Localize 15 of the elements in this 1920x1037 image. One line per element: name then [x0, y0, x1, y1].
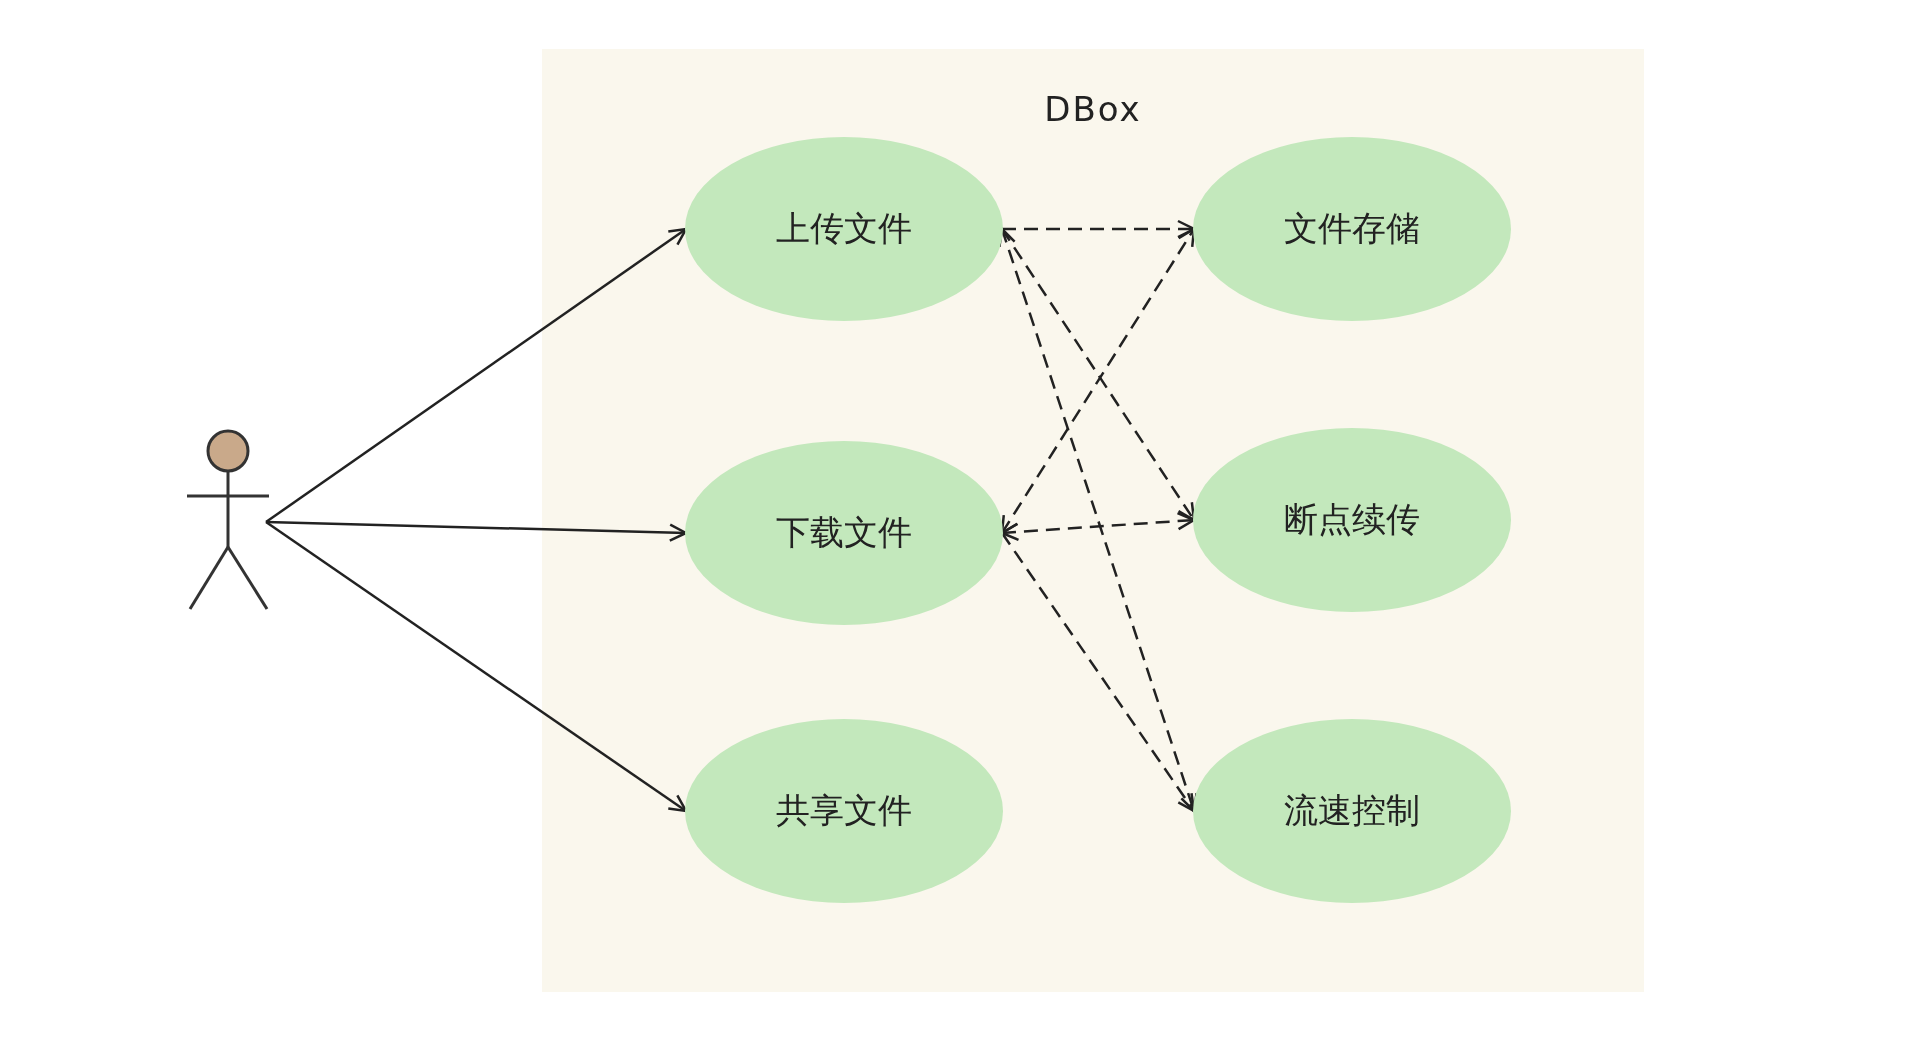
dashed-arrow: [1000, 532, 1196, 813]
system-title: DBox: [1044, 89, 1142, 129]
actor-figure: [185, 429, 271, 611]
dashed-arrow: [1002, 219, 1196, 239]
use-case-ellipse: 断点续传: [1193, 428, 1511, 612]
system-boundary: [542, 49, 1644, 992]
use-case-ellipse: 流速控制: [1193, 719, 1511, 903]
use-case-ellipse: 文件存储: [1193, 137, 1511, 321]
use-case-ellipse: 下载文件: [685, 441, 1003, 625]
arrow: [265, 227, 688, 524]
dashed-arrow: [1000, 511, 1196, 542]
use-case-ellipse: 上传文件: [685, 137, 1003, 321]
use-case-ellipse: 共享文件: [685, 719, 1003, 903]
arrow: [265, 520, 688, 542]
arrow: [265, 520, 688, 813]
